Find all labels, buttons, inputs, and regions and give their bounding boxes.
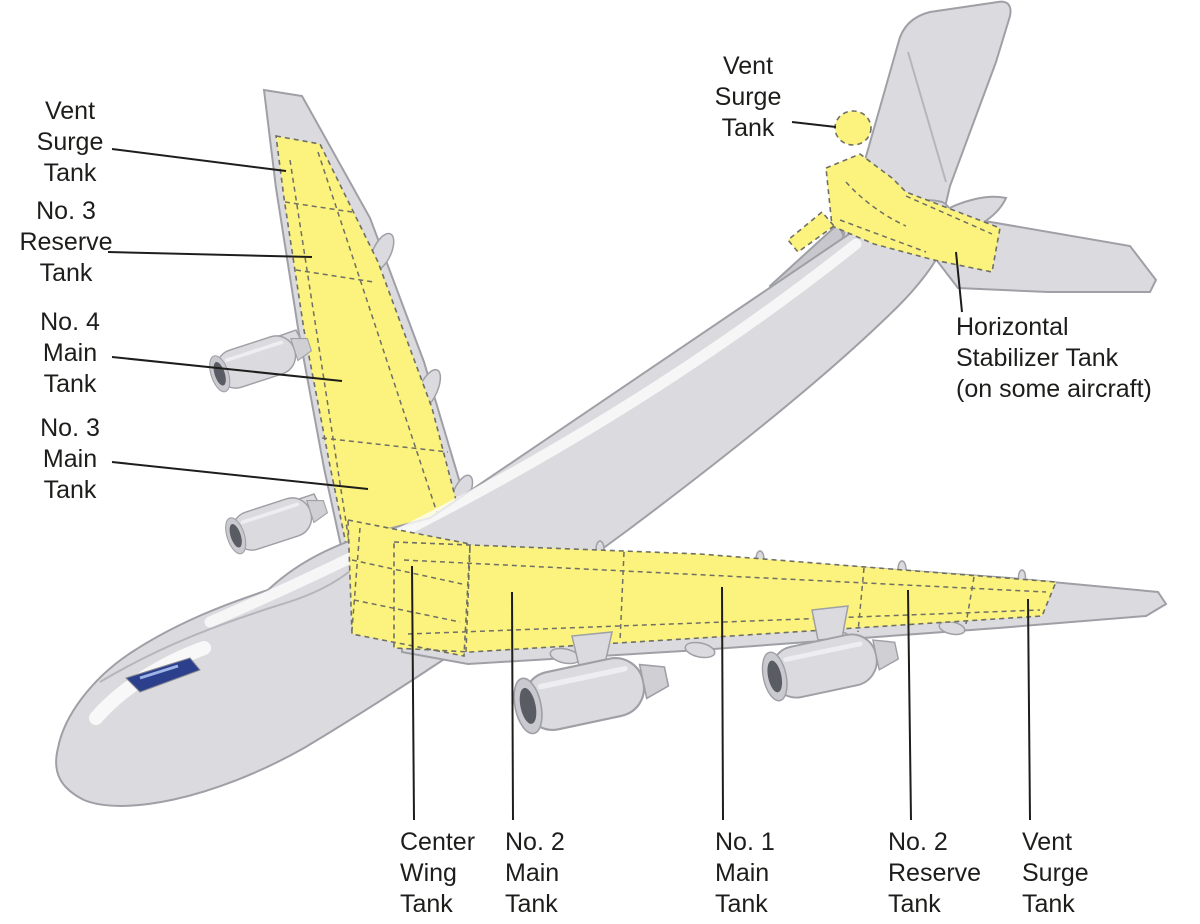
- no2-no1-tank-divider: [619, 551, 625, 643]
- stabilizer-tank-inner-line-3: [839, 219, 927, 253]
- leader-no1-main: [721, 586, 724, 821]
- label-no3-reserve-tank: No. 3 Reserve Tank: [19, 197, 113, 287]
- center-wing-tank-outline: [347, 519, 471, 657]
- near-wing-front-spar: [403, 559, 1047, 593]
- horizontal-stabilizer-tank-outline: [825, 153, 1001, 273]
- stabilizer-tank-inner-line-1: [845, 181, 907, 227]
- reserve-vent-tank-divider: [965, 576, 975, 625]
- leader-no4-main: [111, 356, 343, 382]
- stabilizer-tank-inner-line-2: [905, 195, 993, 235]
- label-no1-main-tank: No. 1 Main Tank: [715, 828, 775, 918]
- fin-vent-surge-tank: [835, 111, 871, 145]
- cockpit-window-glint: [139, 664, 179, 680]
- leader-no2-main: [511, 591, 514, 821]
- leader-horizontal-stabilizer: [955, 251, 963, 313]
- cockpit-windows: [125, 657, 201, 693]
- fuselage: [55, 199, 953, 807]
- center-tank-inner-line-3: [351, 527, 361, 631]
- center-tank-inner-line-1: [351, 559, 463, 585]
- vent-surge-tank-left-divider: [284, 201, 353, 213]
- near-wing-fuel-tanks: [394, 542, 1056, 652]
- near-wing-fuel-tanks-outline: [393, 541, 1058, 653]
- near-wing-flap-fairing-2: [684, 641, 716, 659]
- leader-vent-surge-top: [791, 121, 837, 128]
- near-wing-rear-spar: [407, 609, 1041, 635]
- label-no3-main-tank: No. 3 Main Tank: [40, 414, 100, 504]
- fuselage-highlight: [204, 238, 862, 628]
- label-horizontal-stabilizer-tank: Horizontal Stabilizer Tank (on some airc…: [956, 313, 1152, 403]
- leader-vent-surge-left: [111, 148, 287, 172]
- leader-no2-reserve: [907, 589, 912, 821]
- far-wing-fuel-tanks: [276, 136, 468, 554]
- horizontal-stabilizer-tank-left-lobe-outline: [786, 210, 836, 254]
- label-center-wing-tank: Center Wing Tank: [400, 828, 476, 918]
- label-no4-main-tank: No. 4 Main Tank: [40, 308, 100, 398]
- near-wing-flap-fairing-4: [938, 620, 966, 636]
- upper-deck-crease: [99, 565, 357, 683]
- label-no2-main-tank: No. 2 Main Tank: [505, 828, 565, 918]
- no1-reserve-tank-divider: [857, 567, 865, 633]
- leader-vent-surge-right: [1027, 598, 1031, 821]
- vertical-stabilizer-crease: [907, 51, 947, 183]
- horizontal-stabilizer-tank-left-lobe: [788, 212, 834, 252]
- far-wing-front-spar: [289, 159, 351, 549]
- fin-vent-surge-tank-outline: [834, 110, 872, 146]
- label-vent-surge-tank-left: Vent Surge Tank: [36, 97, 104, 187]
- leader-no3-main: [111, 461, 369, 490]
- no4-no3-main-tank-divider: [321, 437, 449, 453]
- center-tank-inner-line-2: [353, 599, 461, 623]
- label-no2-reserve-tank: No. 2 Reserve Tank: [888, 828, 982, 918]
- label-vent-surge-tank-right: Vent Surge Tank: [1022, 828, 1089, 918]
- leader-no3-reserve: [107, 251, 313, 258]
- label-vent-surge-tank-top: Vent Surge Tank: [714, 52, 782, 142]
- horizontal-stabilizer-tank: [826, 154, 1000, 272]
- leader-center-wing: [411, 565, 415, 821]
